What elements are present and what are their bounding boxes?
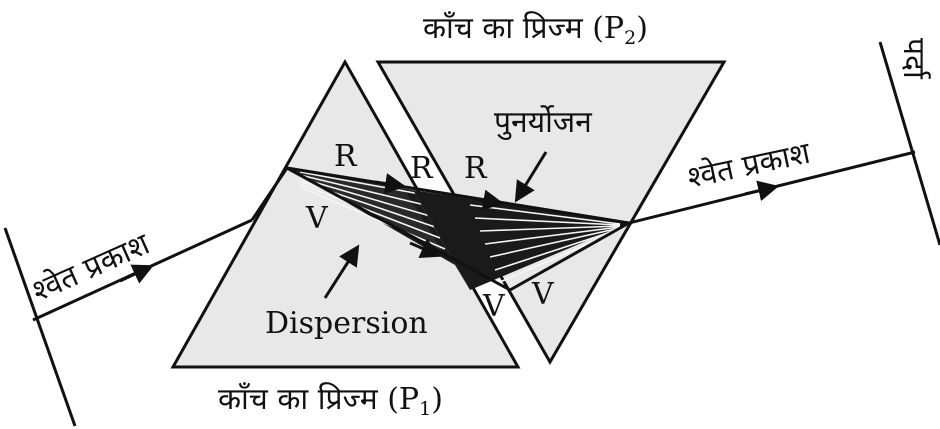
violet-ray-2 xyxy=(509,221,630,292)
red-label-2: R xyxy=(410,151,434,186)
red-ray xyxy=(286,166,630,225)
screen-label: पर्दा xyxy=(896,38,931,80)
prism-p2-label: काँच का प्रिज्म (P2) xyxy=(423,11,648,49)
prism-p1-label: काँच का प्रिज्म (P1) xyxy=(218,382,443,420)
dispersion-pointer xyxy=(323,244,360,299)
violet-label-1: V xyxy=(305,201,329,236)
recombination-label: पुनर्योजन xyxy=(494,105,593,141)
ray-in-p1 xyxy=(250,167,289,221)
recombination-pointer xyxy=(514,151,548,203)
white-light-in-label: श्वेत प्रकाश xyxy=(27,227,155,310)
dispersion-label: Dispersion xyxy=(265,306,428,341)
white-light-out-label: श्वेत प्रकाश xyxy=(684,136,813,196)
right-screen-line xyxy=(878,41,940,246)
red-label-1: R xyxy=(334,139,358,174)
incoming-ray-arrow xyxy=(119,264,154,284)
violet-label-2: V xyxy=(482,289,506,324)
red-label-3: R xyxy=(464,151,488,186)
recombination-lines xyxy=(469,204,621,283)
red-ray-arrow-2 xyxy=(471,189,505,211)
violet-label-3: V xyxy=(531,277,555,312)
violet-ray xyxy=(286,166,511,292)
left-screen-line xyxy=(3,227,77,427)
outgoing-ray-arrow xyxy=(744,180,780,202)
red-ray-arrow-1 xyxy=(374,173,407,194)
violet-ray-arrow xyxy=(409,238,442,259)
